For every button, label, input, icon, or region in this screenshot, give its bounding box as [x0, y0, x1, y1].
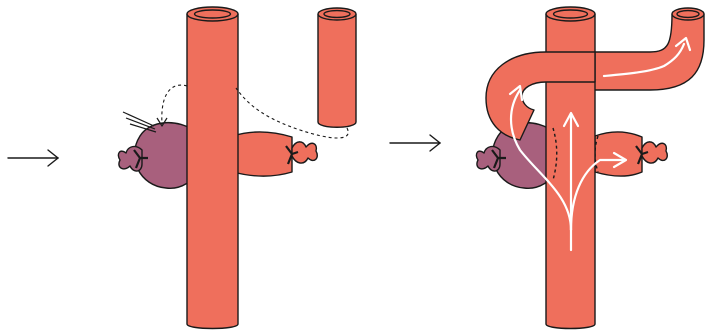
ligature-left — [118, 146, 142, 171]
side-branch-right-after — [595, 132, 642, 176]
graft-lumen — [324, 11, 350, 18]
side-branch-right — [233, 132, 292, 176]
main-vessel-lumen — [195, 10, 231, 18]
step-arrow-1 — [8, 150, 58, 166]
bypass-graft-lumen — [677, 11, 699, 18]
panel-after — [476, 7, 704, 329]
graft-segment — [318, 14, 356, 127]
step-arrow-2 — [390, 135, 440, 151]
bypass-graft — [594, 14, 704, 90]
panel-before — [118, 7, 356, 329]
main-vessel — [187, 14, 238, 329]
ligature-left-after — [476, 146, 500, 171]
main-vessel-lumen-after — [554, 10, 588, 18]
